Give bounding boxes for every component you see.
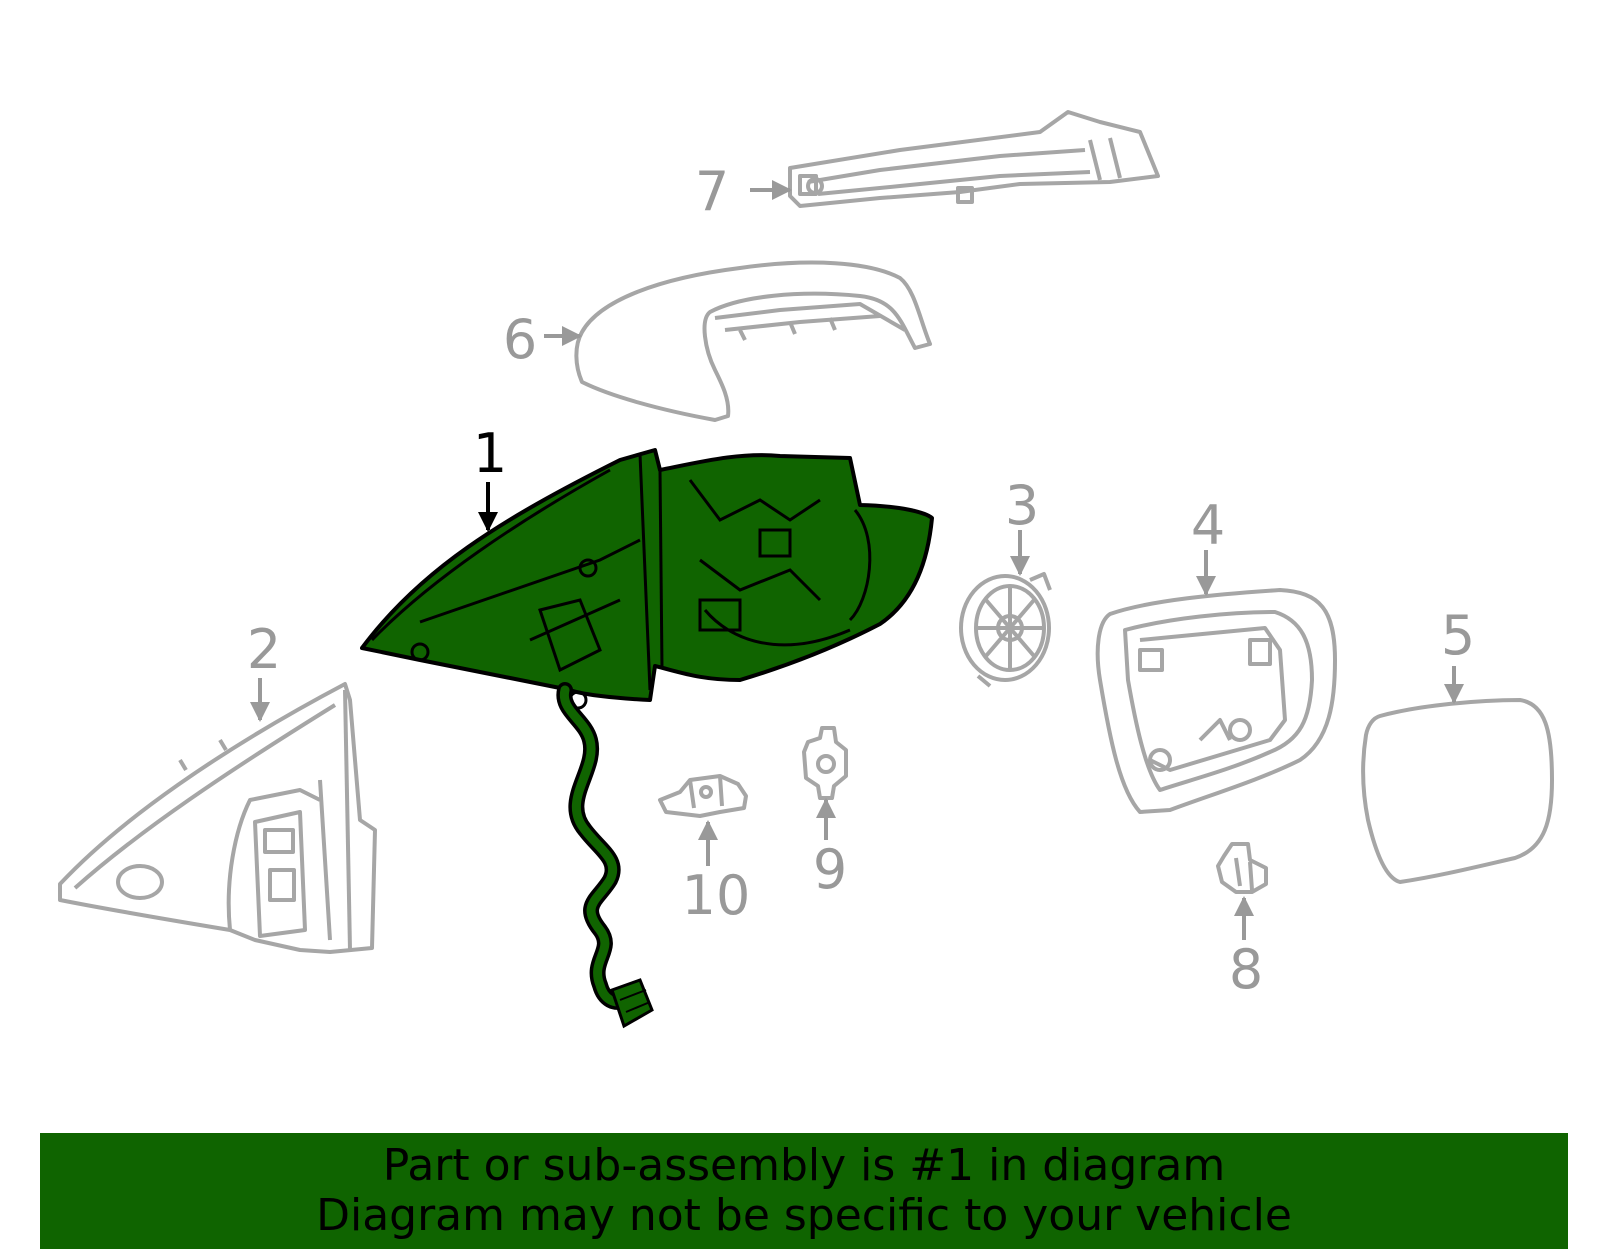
caption-line-2: Diagram may not be specific to your vehi… [316,1190,1292,1241]
callout-5-label: 5 [1441,604,1475,667]
callout-8-label: 8 [1229,938,1263,1001]
callout-7-label: 7 [695,160,729,223]
callout-1-label: 1 [473,422,507,485]
part-5-mirror-glass[interactable] [1361,698,1554,884]
caption-line-1: Part or sub-assembly is #1 in diagram [382,1140,1226,1191]
part-10-clip[interactable] [658,774,748,818]
callout-2-label: 2 [247,618,281,681]
callout-9-label: 9 [813,838,847,901]
part-4-backing-plate[interactable] [1095,588,1337,814]
callout-4-label: 4 [1191,494,1225,557]
part-7-signal-lamp[interactable] [788,110,1160,208]
part-8-bracket[interactable] [1216,842,1268,894]
part-1-wire-harness [556,682,654,1029]
part-6-mirror-cover[interactable] [574,260,932,422]
part-2-mirror-base[interactable] [58,682,377,954]
callout-3-label: 3 [1005,474,1039,537]
callout-10-label: 10 [682,864,751,927]
caption-banner: Part or sub-assembly is #1 in diagram Di… [40,1133,1568,1249]
part-9-connector[interactable] [802,726,848,800]
callout-6-label: 6 [503,308,537,371]
part-3-actuator[interactable] [959,572,1052,688]
